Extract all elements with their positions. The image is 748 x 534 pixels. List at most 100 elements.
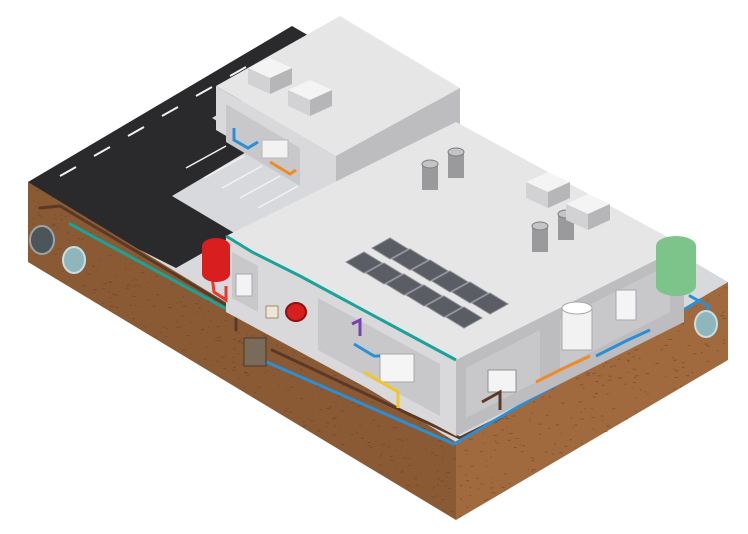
soil-grain: [54, 214, 56, 215]
soil-grain: [228, 338, 231, 340]
solar-panel-icon: [385, 273, 423, 296]
soil-grain: [469, 487, 472, 489]
soil-grain: [161, 299, 163, 301]
soil-grain: [200, 333, 202, 335]
soil-grain: [542, 396, 544, 398]
soil-grain: [564, 445, 568, 447]
soil-grain: [586, 440, 588, 442]
soil-grain: [89, 232, 92, 234]
soil-grain: [672, 388, 676, 390]
soil-grain: [310, 420, 314, 422]
soil-grain: [190, 343, 193, 345]
soil-grain: [216, 360, 219, 362]
soil-grain: [459, 485, 463, 487]
soil-grain: [35, 206, 38, 208]
soil-grain: [331, 418, 335, 420]
hvac-unit-icon: [566, 194, 610, 230]
soil-grain: [300, 398, 304, 400]
manhole-icon: [62, 246, 86, 274]
interior-blue-pipe-right: [595, 328, 651, 358]
soil-grain: [604, 431, 608, 433]
soil-grain: [444, 510, 446, 512]
soil-grain: [97, 236, 100, 238]
soil-grain: [33, 200, 35, 202]
soil-grain: [706, 299, 709, 301]
soil-grain: [601, 384, 605, 386]
soil-grain: [555, 424, 560, 426]
soil-grain: [482, 433, 484, 435]
soil-grain: [93, 292, 96, 294]
soil-grain: [584, 408, 586, 410]
soil-grain: [38, 214, 41, 216]
soil-grain: [507, 439, 511, 441]
soil-grain: [308, 359, 311, 361]
soil-grain: [561, 402, 565, 404]
soil-grain: [407, 415, 410, 417]
soil-grain: [668, 339, 673, 340]
soil-grain: [514, 447, 517, 449]
water-heater-icon: [235, 273, 253, 297]
soil-grain: [403, 457, 407, 459]
soil-grain: [290, 375, 295, 377]
soil-grain: [137, 257, 141, 259]
soil-grain: [217, 336, 222, 338]
soil-grain: [491, 482, 494, 484]
soil-grain: [490, 456, 492, 458]
soil-grain: [544, 451, 548, 453]
soil-grain: [299, 369, 303, 371]
soil-grain: [207, 310, 210, 312]
soil-grain: [722, 318, 724, 320]
soil-grain: [605, 362, 607, 364]
soil-grain: [592, 373, 594, 375]
soil-grain: [469, 495, 471, 496]
soil-grain: [244, 372, 247, 374]
soil-grain: [281, 347, 285, 349]
soil-grain: [559, 432, 561, 434]
soil-grain: [459, 515, 461, 517]
chimney-icon: [421, 159, 439, 190]
soil-grain: [531, 412, 533, 414]
soil-grain: [114, 275, 116, 277]
soil-grain: [224, 319, 227, 321]
soil-grain: [393, 427, 397, 429]
soil-grain: [115, 307, 119, 309]
soil-grain: [251, 335, 255, 337]
soil-grain: [131, 280, 134, 282]
soil-grain: [627, 353, 631, 355]
soil-grain: [333, 374, 337, 376]
soil-grain: [92, 266, 95, 267]
rear-hot-pipe: [232, 128, 259, 150]
soil-grain: [170, 284, 174, 286]
lane-dash: [127, 126, 145, 137]
soil-grain: [532, 401, 536, 403]
soil-grain: [431, 488, 434, 490]
soil-grain: [464, 449, 468, 451]
soil-grain: [349, 387, 352, 389]
soil-grain: [449, 439, 453, 441]
soil-grain: [316, 385, 321, 387]
soil-grain: [287, 390, 290, 392]
soil-grain: [206, 346, 209, 348]
soil-grain: [207, 301, 210, 303]
soil-grain: [673, 368, 676, 370]
soil-grain: [657, 337, 659, 339]
soil-grain: [367, 445, 371, 447]
soil-grain: [264, 372, 266, 374]
soil-grain: [294, 351, 296, 353]
solar-panel-icon: [431, 270, 469, 293]
soil-grain: [386, 446, 391, 448]
soil-grain: [340, 410, 344, 412]
soil-grain: [302, 421, 306, 423]
soil-grain: [109, 281, 112, 283]
soil-grain: [359, 404, 362, 406]
soil-grain: [672, 357, 674, 359]
chimney-icon: [531, 221, 549, 252]
lane-dash: [59, 166, 77, 177]
soil-grain: [445, 437, 448, 438]
soil-grain: [166, 327, 169, 329]
soil-grain: [569, 439, 572, 441]
soil-grain: [132, 296, 137, 297]
soil-grain: [690, 371, 694, 373]
parking-stall-line: [185, 145, 227, 169]
